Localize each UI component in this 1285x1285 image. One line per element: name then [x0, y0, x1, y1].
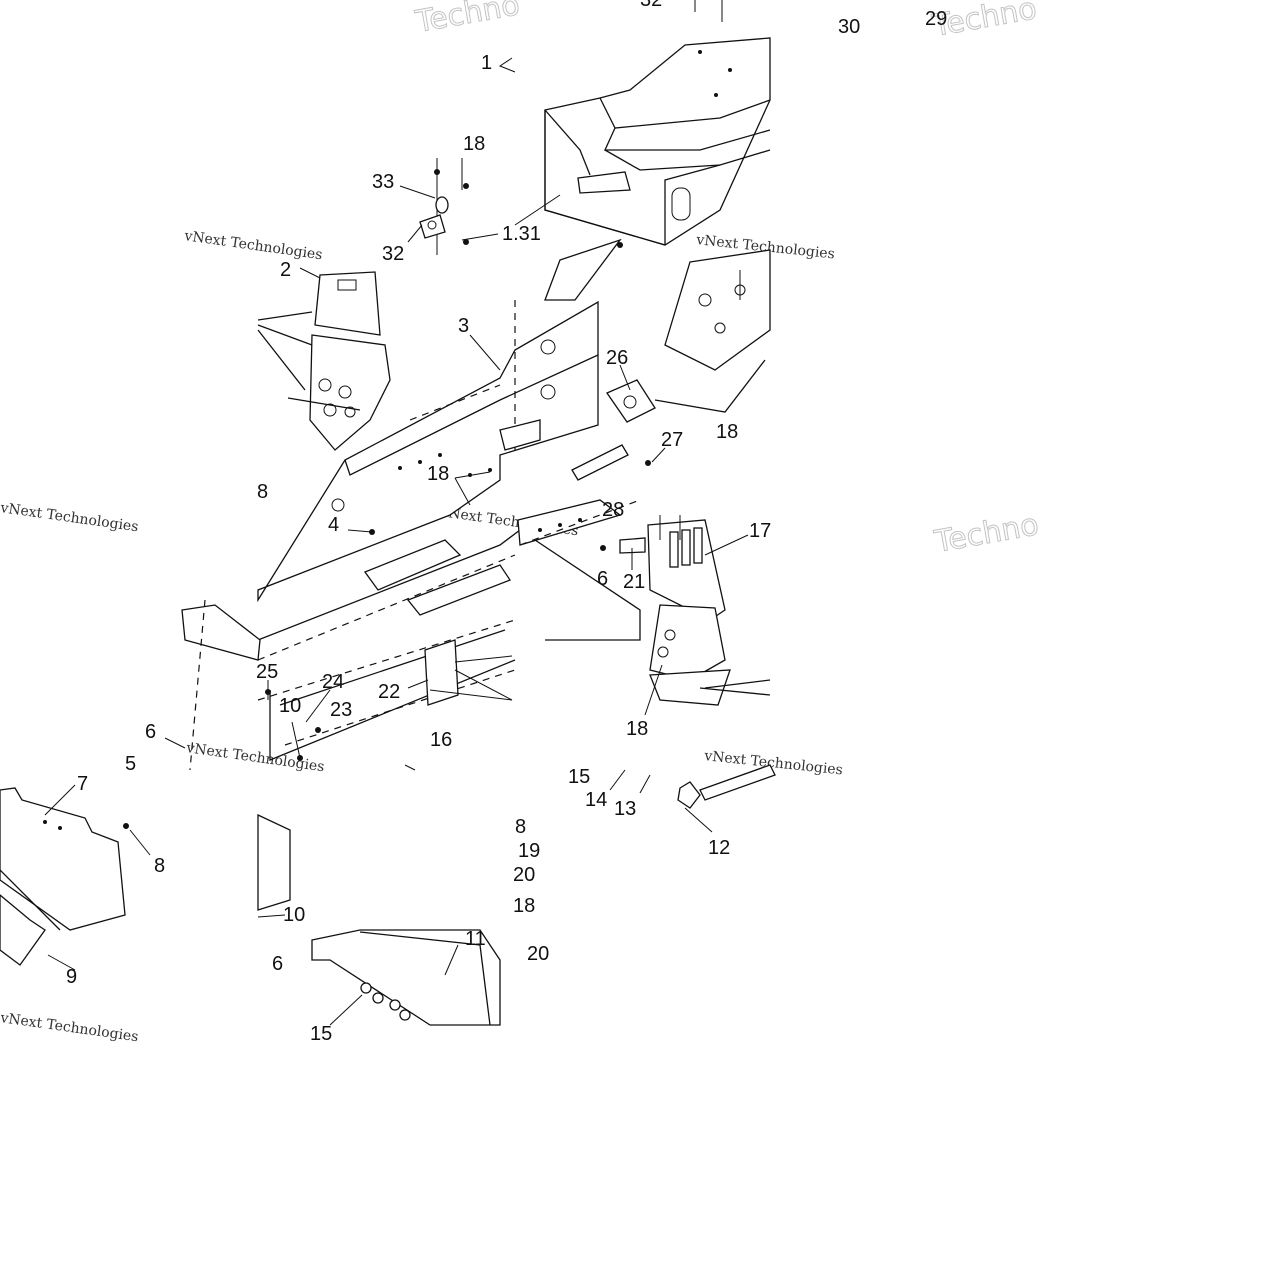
callout-4: 4 — [328, 514, 339, 536]
callout-27: 27 — [661, 429, 683, 451]
callout-15-low: 15 — [310, 1023, 332, 1045]
leader-lines — [44, 57, 749, 1026]
callout-11: 11 — [465, 928, 486, 950]
callout-18-d: 18 — [626, 718, 648, 740]
callout-6-low: 6 — [272, 953, 283, 975]
callout-25: 25 — [256, 661, 278, 683]
callout-9: 9 — [66, 966, 77, 988]
watermark-techno-1: Techno — [412, 0, 522, 40]
callout-13: 13 — [614, 798, 636, 820]
snow-flap-part — [0, 787, 129, 966]
callout-18-b: 18 — [716, 421, 738, 443]
callout-20-b: 20 — [527, 943, 549, 965]
callout-14: 14 — [585, 789, 607, 811]
callout-1-31: 1.31 — [502, 223, 541, 245]
callout-28: 28 — [602, 499, 624, 521]
callout-6-left: 6 — [145, 721, 156, 743]
callout-8-low: 8 — [515, 816, 526, 838]
callout-26: 26 — [606, 347, 628, 369]
callout-17: 17 — [749, 520, 771, 542]
callout-5: 5 — [125, 753, 136, 775]
callout-21: 21 — [623, 571, 645, 593]
callout-22: 22 — [378, 681, 400, 703]
right-mid-parts — [517, 379, 656, 551]
lower-small-parts — [257, 764, 776, 1026]
watermark-techno-3: Techno — [931, 507, 1041, 560]
callout-24: 24 — [322, 671, 344, 693]
callout-20-a: 20 — [513, 864, 535, 886]
callout-6-mid: 6 — [597, 568, 608, 590]
callout-2: 2 — [280, 259, 291, 281]
callout-30: 30 — [838, 16, 860, 38]
callout-16: 16 — [430, 729, 452, 751]
callout-32-top: 32 — [640, 0, 662, 11]
callout-19: 19 — [518, 840, 540, 862]
watermark-vnext-5: vNext Technologies — [0, 500, 139, 535]
callout-32: 32 — [382, 243, 404, 265]
callout-10-mid: 10 — [279, 695, 301, 717]
callout-3: 3 — [458, 315, 469, 337]
callout-labels: 32 30 29 1 18 33 1.31 32 2 3 26 18 27 18… — [66, 0, 947, 1045]
watermark-vnext-7: vNext Technologies — [0, 1010, 139, 1045]
callout-12: 12 — [708, 837, 730, 859]
callout-7: 7 — [77, 773, 88, 795]
callout-8-left: 8 — [257, 481, 268, 503]
main-frame-tunnel — [257, 300, 641, 701]
lower-frame-rail — [181, 599, 516, 771]
callout-15-right: 15 — [568, 766, 590, 788]
callout-18-e: 18 — [513, 895, 535, 917]
left-bracket-part — [257, 271, 391, 451]
front-bulkhead-part — [544, 0, 771, 301]
callout-18-c: 18 — [427, 463, 449, 485]
right-mount-part — [619, 515, 771, 706]
callout-18-a: 18 — [463, 133, 485, 155]
right-side-plate-part — [654, 249, 771, 413]
hardware-cluster-top — [419, 158, 469, 255]
callout-33: 33 — [372, 171, 394, 193]
callout-23: 23 — [330, 699, 352, 721]
callout-8-flap: 8 — [154, 855, 165, 877]
watermark-vnext-3: vNext Technologies — [184, 740, 325, 775]
callout-1: 1 — [481, 52, 492, 74]
callout-10-low: 10 — [283, 904, 305, 926]
callout-29: 29 — [925, 8, 947, 30]
watermark-vnext-1: vNext Technologies — [182, 228, 323, 263]
